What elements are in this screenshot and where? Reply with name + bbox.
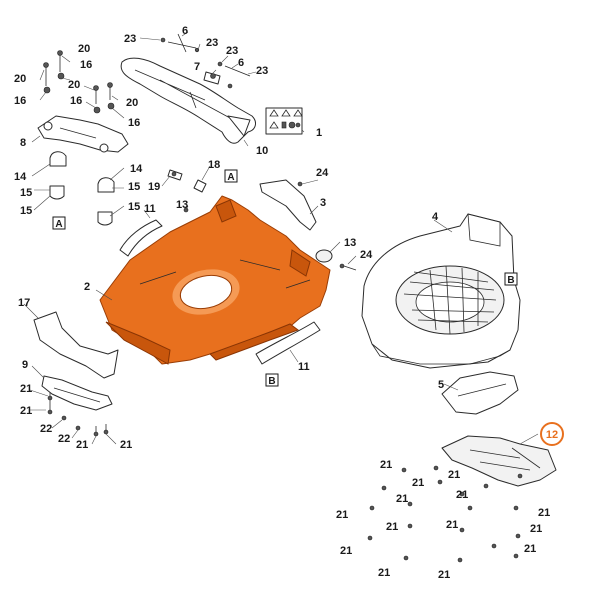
label-21: 21 <box>530 523 542 535</box>
svg-text:A: A <box>55 219 62 230</box>
label-21: 21 <box>448 469 460 481</box>
ref-tag-b2: B <box>265 373 279 387</box>
label-7: 7 <box>194 61 200 73</box>
label-21: 21 <box>76 439 88 451</box>
label-21: 21 <box>340 545 352 557</box>
label-21: 21 <box>20 405 32 417</box>
label-20: 20 <box>68 79 80 91</box>
label-16: 16 <box>70 95 82 107</box>
label-16: 16 <box>14 95 26 107</box>
label-2: 2 <box>84 281 90 293</box>
label-23: 23 <box>226 45 238 57</box>
label-8: 8 <box>20 137 26 149</box>
label-13: 13 <box>344 237 356 249</box>
label-23: 23 <box>124 33 136 45</box>
label-21: 21 <box>538 507 550 519</box>
part-11-upper-strip[interactable] <box>119 219 163 257</box>
label-20: 20 <box>126 97 138 109</box>
screws-21-right <box>367 465 521 563</box>
label-15: 15 <box>128 201 140 213</box>
part-3-side-bracket[interactable] <box>259 179 317 231</box>
label-21: 21 <box>380 459 392 471</box>
part-14-15-clamps[interactable] <box>49 151 115 226</box>
label-15: 15 <box>20 205 32 217</box>
label-21: 21 <box>396 493 408 505</box>
label-21: 21 <box>336 509 348 521</box>
leader-lines <box>23 31 539 445</box>
label-21: 21 <box>378 567 390 579</box>
label-19: 19 <box>148 181 160 193</box>
label-21: 21 <box>524 543 536 555</box>
label-21: 21 <box>446 519 458 531</box>
label-10: 10 <box>256 145 268 157</box>
svg-text:B: B <box>507 275 514 286</box>
label-24: 24 <box>316 167 329 179</box>
label-15: 15 <box>20 187 32 199</box>
svg-text:A: A <box>227 172 234 183</box>
label-16: 16 <box>80 59 92 71</box>
ref-tag-a2: A <box>52 216 66 230</box>
label-9: 9 <box>22 359 28 371</box>
label-22: 22 <box>40 423 52 435</box>
part-13-knob[interactable] <box>315 249 357 271</box>
label-23: 23 <box>256 65 268 77</box>
label-22: 22 <box>58 433 70 445</box>
callout-12-highlight[interactable]: 12 <box>540 422 564 446</box>
label-21: 21 <box>120 439 132 451</box>
part-1-warning-label[interactable] <box>265 107 303 135</box>
part-18-19-fasteners <box>167 169 207 213</box>
ref-tag-a1: A <box>224 169 238 183</box>
part-11-lower-strip[interactable] <box>255 321 321 365</box>
screws-21-22-lower-left <box>47 392 109 437</box>
label-11: 11 <box>298 361 310 373</box>
label-20: 20 <box>78 43 90 55</box>
label-24: 24 <box>360 249 373 261</box>
label-6: 6 <box>238 57 244 69</box>
screws-20-16-left <box>43 50 115 114</box>
part-5-deflector[interactable] <box>441 371 519 415</box>
label-23: 23 <box>206 37 218 49</box>
label-18: 18 <box>208 159 220 171</box>
label-21: 21 <box>456 489 468 501</box>
label-13: 13 <box>176 199 188 211</box>
label-21: 21 <box>20 383 32 395</box>
part-10-rear-flap-bracket[interactable] <box>120 57 256 144</box>
label-14: 14 <box>14 171 27 183</box>
svg-text:12: 12 <box>546 429 558 441</box>
label-4: 4 <box>432 211 439 223</box>
label-6: 6 <box>182 25 188 37</box>
part-4-collector-housing[interactable] <box>361 213 521 369</box>
part-2-mower-deck-housing[interactable] <box>99 195 331 365</box>
part-9-skid-plate[interactable] <box>41 375 113 411</box>
label-21: 21 <box>438 569 450 581</box>
label-1: 1 <box>316 127 322 139</box>
part-8-handle-bracket[interactable] <box>37 115 129 153</box>
part-number-labels: 23 6 23 23 7 6 23 20 20 16 16 20 16 20 1… <box>14 25 550 581</box>
label-17: 17 <box>18 297 30 309</box>
pins-cluster-top <box>160 33 251 89</box>
label-16: 16 <box>128 117 140 129</box>
part-12-bottom-cover[interactable] <box>441 435 557 487</box>
part-17-rear-guard[interactable] <box>33 311 119 379</box>
ref-tag-b1: B <box>504 272 518 286</box>
label-15: 15 <box>128 181 140 193</box>
label-14: 14 <box>130 163 143 175</box>
label-21: 21 <box>412 477 424 489</box>
label-5: 5 <box>438 379 444 391</box>
svg-text:B: B <box>268 376 275 387</box>
label-21: 21 <box>386 521 398 533</box>
label-3: 3 <box>320 197 326 209</box>
label-11: 11 <box>144 203 156 215</box>
label-20: 20 <box>14 73 26 85</box>
